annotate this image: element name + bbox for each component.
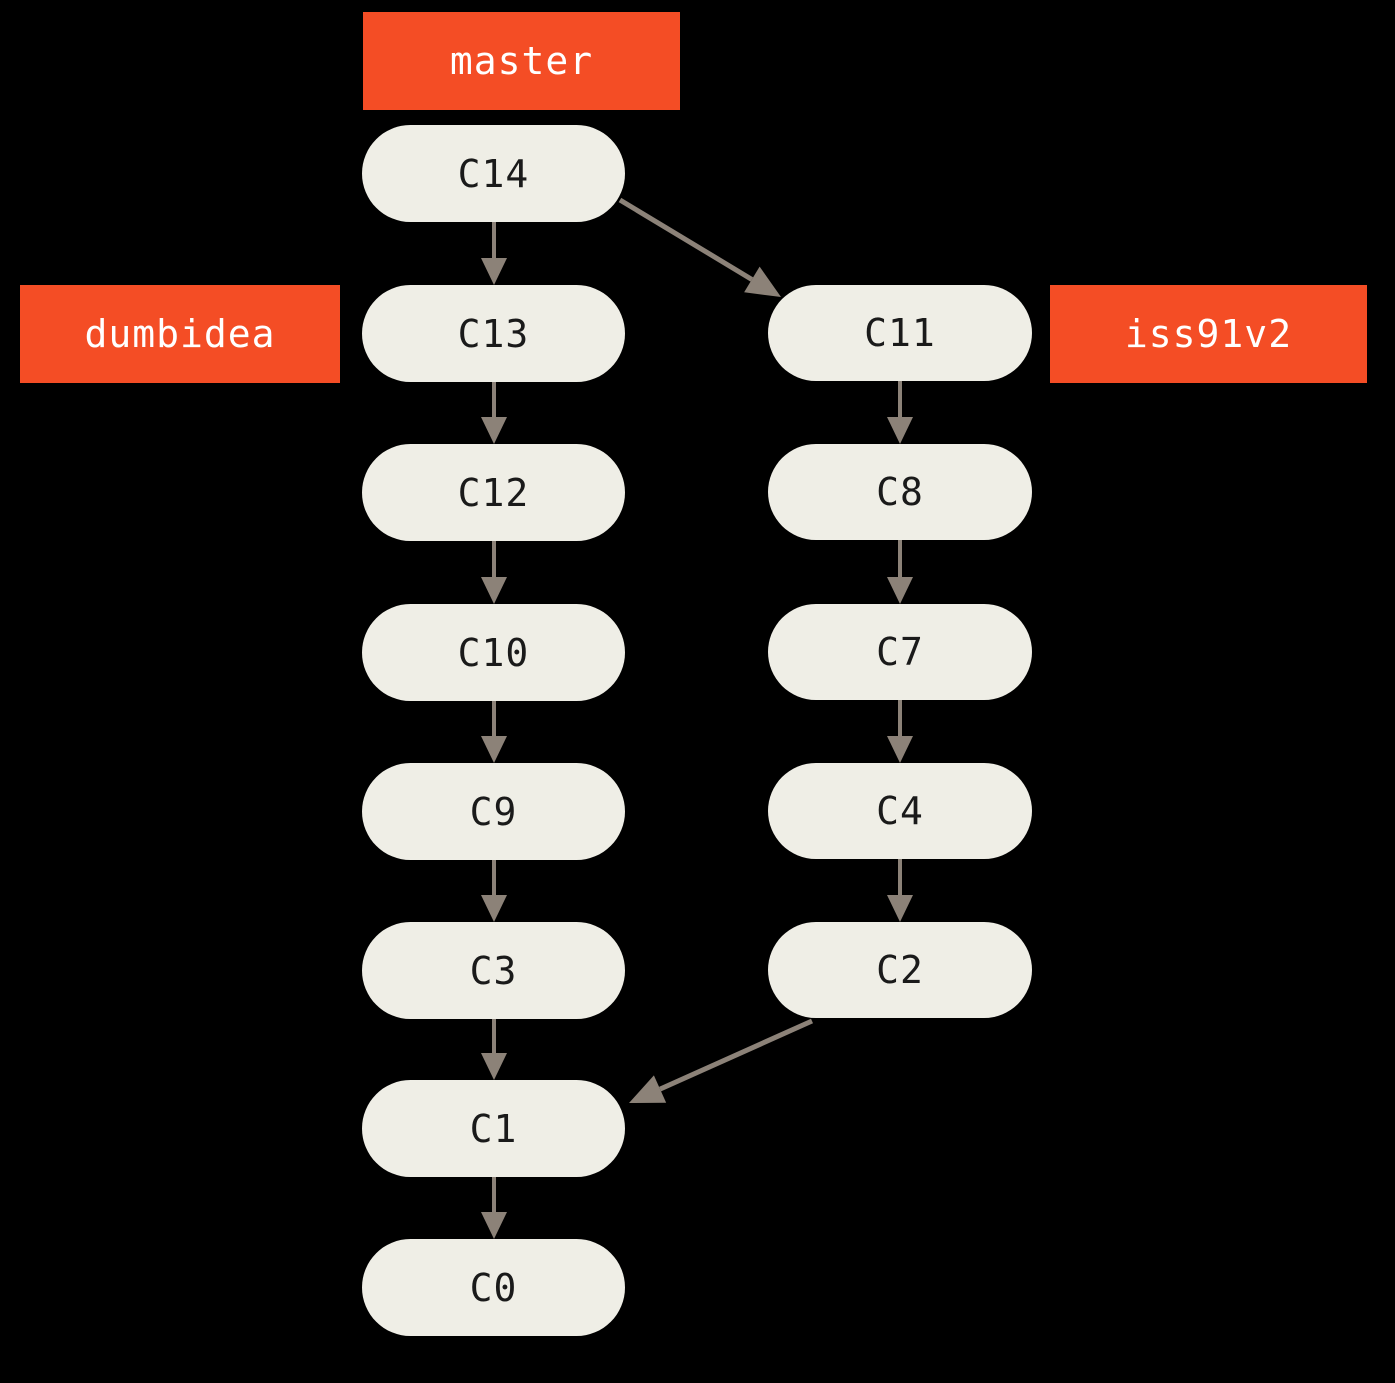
commit-node-c11: C11	[768, 285, 1032, 381]
commit-node-c3: C3	[362, 922, 625, 1019]
branch-label-text: dumbidea	[84, 312, 276, 356]
edge-arrowhead	[887, 895, 913, 922]
edge-c1-c0	[481, 1177, 507, 1239]
edge-c10-c9	[481, 701, 507, 763]
edge-arrowhead	[481, 258, 507, 285]
edge-arrowhead	[481, 895, 507, 922]
edge-c13-c12	[481, 382, 507, 444]
commit-node-c1: C1	[362, 1080, 625, 1177]
commit-node-label: C14	[457, 151, 530, 196]
edge-c3-c1	[481, 1019, 507, 1080]
commit-node-label: C7	[876, 630, 924, 674]
commit-node-c9: C9	[362, 763, 625, 860]
commit-node-c7: C7	[768, 604, 1032, 700]
edge-c14-c11	[618, 197, 781, 297]
edge-c11-c8	[887, 381, 913, 444]
commit-node-label: C9	[469, 789, 518, 834]
edge-c7-c4	[887, 700, 913, 763]
edge-arrowhead	[481, 736, 507, 763]
commit-node-c4: C4	[768, 763, 1032, 859]
commit-node-c10: C10	[362, 604, 625, 701]
edge-line	[659, 1018, 814, 1092]
commit-node-label: C13	[457, 311, 530, 356]
commit-node-label: C2	[876, 948, 924, 992]
edge-arrowhead	[481, 417, 507, 444]
commit-node-label: C0	[469, 1265, 518, 1310]
edge-c4-c2	[887, 859, 913, 922]
branch-label-text: iss91v2	[1124, 312, 1293, 356]
edge-c14-c13	[481, 222, 507, 285]
branch-label-iss91v2: iss91v2	[1050, 285, 1367, 383]
commit-node-c2: C2	[768, 922, 1032, 1018]
commit-node-label: C1	[469, 1106, 518, 1151]
branch-label-dumbidea: dumbidea	[20, 285, 340, 383]
edge-c9-c3	[481, 860, 507, 922]
edge-arrowhead	[887, 577, 913, 604]
edge-arrowhead	[887, 736, 913, 763]
edge-arrowhead	[744, 266, 781, 297]
commit-node-label: C10	[457, 630, 530, 675]
edge-c8-c7	[887, 540, 913, 604]
commit-node-c12: C12	[362, 444, 625, 541]
commit-node-c0: C0	[362, 1239, 625, 1336]
edge-arrowhead	[481, 1053, 507, 1080]
edge-arrowhead	[481, 1212, 507, 1239]
edge-c12-c10	[481, 541, 507, 604]
edge-line	[618, 197, 754, 282]
commit-node-label: C11	[864, 311, 936, 355]
commit-node-label: C3	[469, 948, 518, 993]
commit-node-label: C4	[876, 789, 924, 833]
branch-label-text: master	[449, 39, 594, 83]
branch-label-master: master	[363, 12, 680, 110]
edge-c2-c1	[629, 1018, 814, 1103]
edge-arrowhead	[629, 1075, 667, 1103]
commit-node-label: C8	[876, 470, 924, 514]
edge-arrowhead	[481, 577, 507, 604]
commit-node-c14: C14	[362, 125, 625, 222]
edge-arrowhead	[887, 417, 913, 444]
commit-node-c13: C13	[362, 285, 625, 382]
commit-node-label: C12	[457, 470, 530, 515]
commit-node-c8: C8	[768, 444, 1032, 540]
